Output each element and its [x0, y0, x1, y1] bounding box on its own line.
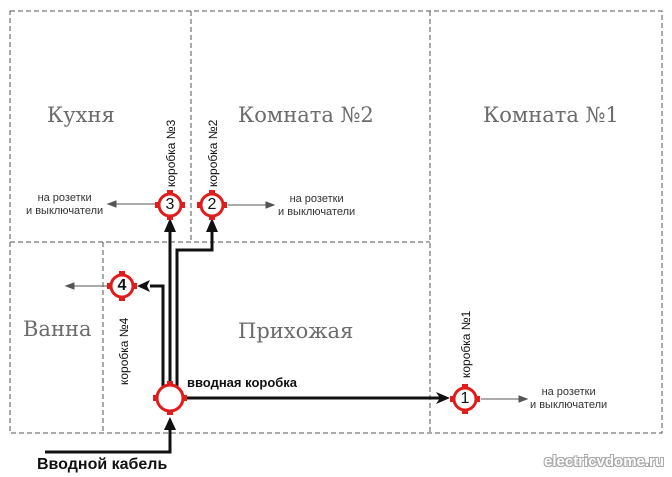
room-label-room2: Комната №2 — [238, 103, 374, 127]
junction-boxes — [107, 190, 480, 415]
box-4-label: коробка №4 — [117, 317, 131, 385]
box-3-ring — [155, 190, 185, 220]
main-box-label: вводная коробка — [187, 375, 298, 390]
room-label-hallway: Прихожая — [238, 319, 354, 343]
box-3-number: 3 — [165, 196, 175, 213]
room-label-bathroom: Ванна — [23, 317, 92, 341]
box-2-number: 2 — [207, 196, 217, 213]
input-cable-label: Вводной кабель — [37, 456, 168, 473]
box-1-number: 1 — [460, 390, 470, 407]
room-label-kitchen: Кухня — [47, 103, 115, 127]
room-label-room1: Комната №1 — [483, 103, 619, 127]
outlet-note-line2: и выключатели — [530, 399, 608, 411]
main-box-ring — [153, 381, 187, 415]
outlet-note-line1: на розетки — [541, 386, 596, 398]
box-2-label: коробка №2 — [206, 119, 220, 187]
box-1-label: коробка №1 — [459, 310, 473, 378]
arrowheads — [137, 218, 450, 430]
outlet-note-room1: на розетки и выключатели — [530, 386, 607, 412]
wires — [45, 228, 440, 454]
box-4-number: 4 — [117, 277, 127, 294]
outlet-note-room2: на розетки и выключатели — [278, 193, 355, 219]
outlet-note-kitchen: на розетки и выключатели — [26, 192, 103, 218]
box-2-ring — [197, 190, 227, 220]
box-1-ring — [450, 384, 480, 414]
outlet-note-line1: на розетки — [37, 192, 92, 204]
outlet-note-line1: на розетки — [289, 193, 344, 205]
outlet-note-line2: и выключатели — [26, 205, 104, 217]
outlet-arrows — [64, 200, 529, 403]
outlet-note-line2: и выключатели — [278, 206, 356, 218]
box-4-ring — [107, 271, 137, 301]
watermark: electricvdome.ru — [544, 453, 665, 470]
floor-plan-walls — [9, 10, 663, 434]
box-3-label: коробка №3 — [164, 119, 178, 187]
